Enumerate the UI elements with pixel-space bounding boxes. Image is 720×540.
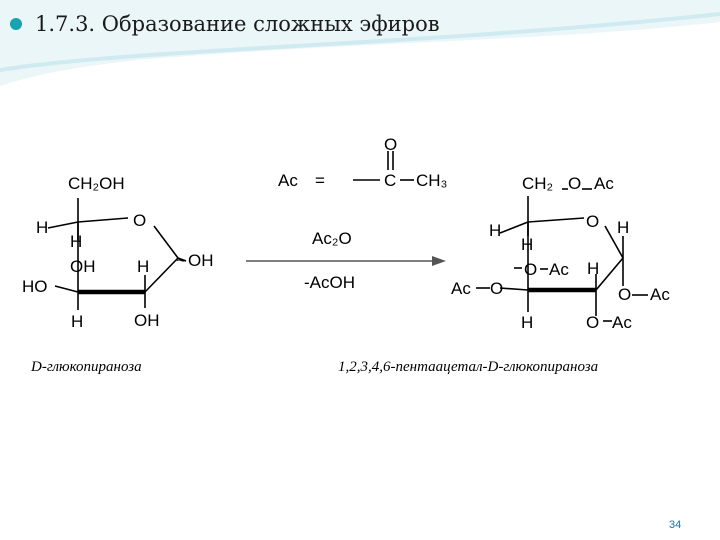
reactant-glucopyranose: CH₂OH O H H OH H ~ OH HO H OH [22,174,214,331]
product-o1: O [618,285,631,304]
reactant-oh-c2: OH [134,311,160,330]
def-equals: = [315,171,325,190]
product-o3: O [524,260,537,279]
reactant-h-c5: H [36,218,48,237]
reactant-h-c3-low: H [71,312,83,331]
reactant-h-c3: H [137,257,149,276]
def-oxygen: O [384,135,397,154]
arrow-byproduct: -AcOH [304,273,355,292]
arrow-reagent: Ac₂O [312,229,352,248]
product-o4: O [490,279,503,298]
reactant-oh-anomeric: OH [188,251,214,270]
title-text: 1.7.3. Образование сложных эфиров [35,12,440,36]
product-h-c5: H [489,221,501,240]
def-ac: Ac [278,171,298,190]
product-h-c1: H [617,218,629,237]
product-pentaacetate: CH₂ O Ac O H H H O Ac H Ac O O Ac H O Ac [451,174,670,332]
product-o6: O [568,174,581,193]
arrow-head-icon [432,256,446,266]
slide-title: 1.7.3. Образование сложных эфиров [10,12,440,36]
product-ac1: Ac [650,285,670,304]
decorative-swoosh-line [0,12,720,72]
title-bullet-icon [10,18,22,30]
reactant-ho-c4: HO [22,277,48,296]
acetyl-definition: Ac = C CH₃ O [278,135,447,190]
product-ac6: Ac [594,174,614,193]
product-ac4: Ac [451,279,471,298]
product-ac2: Ac [612,313,632,332]
reactant-oh-c1: ~ [176,251,186,270]
product-ring-o: O [586,212,599,231]
product-h-c4: H [521,235,533,254]
product-caption: 1,2,3,4,6-пентаацетал-D-глюкопираноза [338,359,598,375]
product-ac3: Ac [549,260,569,279]
product-ch2: CH₂ [522,174,553,193]
page-number: 34 [669,519,681,531]
reactant-ch2oh: CH₂OH [68,174,125,193]
reactant-ring-o: O [133,211,146,230]
product-h-c3: H [521,313,533,332]
product-h-c2: H [587,259,599,278]
reaction-arrow: Ac₂O -AcOH [246,229,446,292]
product-o2: O [586,313,599,332]
reactant-h-c4: H [70,232,82,251]
def-carbon: C [384,171,396,190]
reactant-caption: D-глюкопираноза [30,359,142,375]
def-ch3: CH₃ [416,171,447,190]
reactant-oh-c4: OH [70,257,96,276]
